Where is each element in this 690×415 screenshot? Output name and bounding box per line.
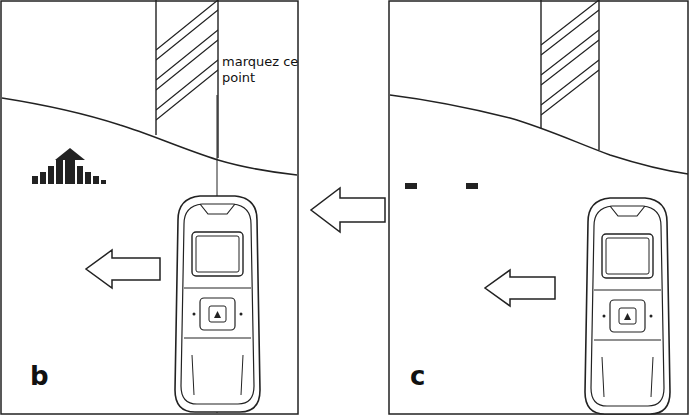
panel-letter: c bbox=[410, 362, 425, 391]
panel-letter: b bbox=[30, 362, 49, 391]
instruction-label: marquez ce point bbox=[222, 54, 302, 87]
